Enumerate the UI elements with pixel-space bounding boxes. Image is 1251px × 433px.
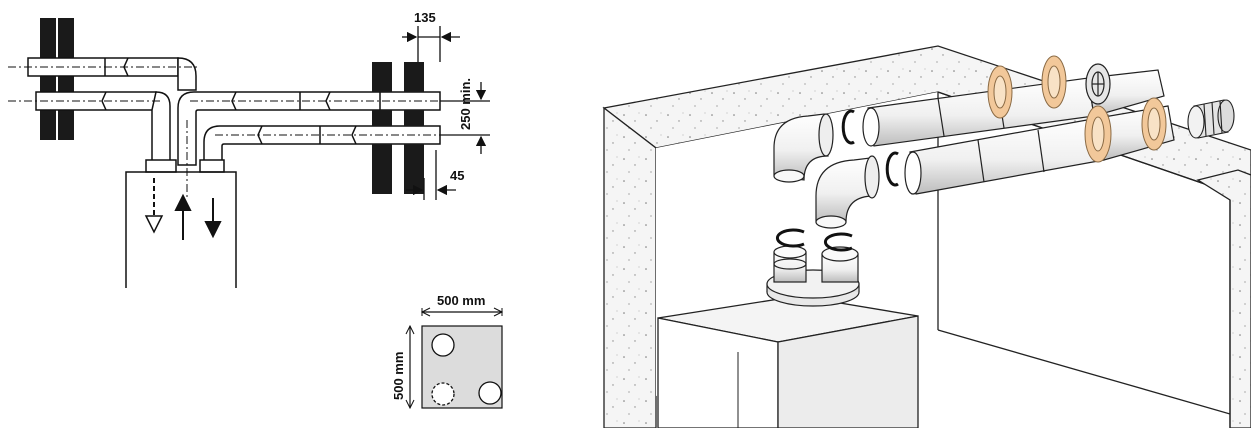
lower-left-pipe (8, 91, 171, 166)
upper-terminal-cap (1085, 63, 1111, 105)
elbow-clips (841, 109, 899, 187)
grid-hole-right (478, 381, 502, 405)
adapter-clips (775, 228, 853, 252)
grid-hole-dashed (431, 382, 455, 406)
flow-arrows (144, 178, 222, 240)
grid-width-label: 500 mm (437, 293, 485, 308)
lower-terminal-grille (1187, 99, 1235, 139)
boiler (657, 295, 919, 429)
twin-flue-adapter (766, 245, 860, 307)
dimension-135-label: 135 (414, 10, 436, 25)
upper-left-pipe (8, 57, 200, 91)
left-wall (40, 18, 74, 140)
upper-right-pipe (177, 91, 490, 200)
lower-right-pipe (203, 125, 490, 166)
clearance-grid (405, 307, 504, 410)
dimension-250 (440, 82, 490, 154)
installation-illustration (602, 45, 1251, 429)
grid-height-label: 500 mm (391, 352, 406, 400)
lower-pipe (904, 105, 1175, 195)
dimension-45-label: 45 (450, 168, 464, 183)
dimension-45 (406, 150, 456, 200)
grid-hole-top (431, 333, 455, 357)
dimension-135 (402, 26, 460, 62)
installation-illustration-panel (598, 0, 1251, 429)
flue-schematic: 135 250 min. 45 500 mm 500 mm (8, 10, 504, 410)
upper-gaskets (987, 55, 1067, 119)
lower-gaskets (1084, 97, 1167, 163)
boiler-body (125, 159, 237, 288)
elbow-upper (773, 113, 834, 183)
right-wall (372, 62, 424, 194)
elbow-lower (815, 155, 880, 229)
flue-schematic-panel: 135 250 min. 45 500 mm 500 mm (0, 0, 600, 428)
dimension-250-label: 250 min. (458, 78, 473, 130)
